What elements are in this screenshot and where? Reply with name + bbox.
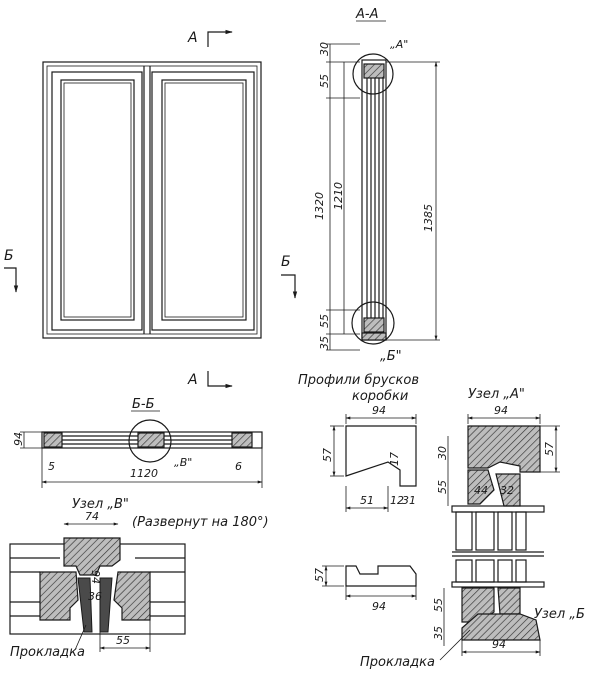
svg-text:30: 30 [318,42,331,56]
svg-text:35: 35 [432,626,445,640]
svg-text:94: 94 [89,570,102,584]
svg-text:Профили брусков: Профили брусков [298,373,419,388]
svg-text:55: 55 [436,480,449,494]
svg-text:А: А [187,30,198,46]
svg-text:(Развернут на 180°): (Развернут на 180°) [132,515,269,530]
svg-text:Прокладка: Прокладка [360,655,435,670]
svg-text:94: 94 [372,404,386,417]
svg-text:30: 30 [436,446,449,460]
svg-text:Узел „В": Узел „В" [72,497,129,512]
svg-text:5: 5 [48,460,55,473]
svg-text:94: 94 [372,600,386,613]
node-v: Узел „В" (Развернут на 180°) 74 94 36 55… [9,497,269,660]
svg-text:35: 35 [318,336,331,350]
svg-text:6: 6 [235,460,242,473]
svg-text:57: 57 [313,568,326,582]
svg-text:55: 55 [432,598,445,612]
node-b: Узел „Б 55 35 94 Прокладка [360,555,585,670]
svg-text:коробки: коробки [352,389,408,404]
section-aa: А-А „А" „Б" 30 55 1320 1210 55 35 [313,7,440,364]
svg-text:51: 51 [360,494,374,507]
svg-text:94: 94 [494,404,508,417]
svg-text:Б: Б [4,248,14,264]
svg-text:„Б": „Б" [380,349,402,364]
svg-text:Б-Б: Б-Б [132,397,155,412]
svg-text:74: 74 [85,510,99,523]
node-a: Узел „А" 94 57 30 55 44 32 [436,387,560,553]
profiles-caption: Профили брусков коробки [298,373,419,404]
svg-text:36: 36 [88,590,102,603]
section-bb: Б-Б „В" 94 1120 5 6 [12,397,263,488]
svg-text:Б: Б [281,254,291,270]
svg-text:55: 55 [116,634,130,647]
section-marker-b: Б Б [4,248,298,299]
svg-text:55: 55 [318,74,331,88]
svg-text:31: 31 [402,494,416,507]
frame-profile-bottom: 57 94 [313,565,417,613]
svg-text:1120: 1120 [130,467,158,480]
svg-text:12: 12 [390,494,404,507]
frame-profile-top: 94 57 17 51 12 31 [321,404,417,512]
svg-text:„А": „А" [390,38,408,51]
svg-text:Узел „Б: Узел „Б [534,607,585,622]
window-elevation [42,61,262,339]
svg-text:57: 57 [321,448,334,462]
svg-text:А-А: А-А [355,7,378,22]
svg-text:„В": „В" [174,456,192,469]
svg-text:32: 32 [500,484,514,497]
svg-text:А: А [187,372,198,388]
svg-text:94: 94 [492,638,506,651]
svg-text:Прокладка: Прокладка [10,645,85,660]
svg-text:57: 57 [543,442,556,456]
svg-text:1210: 1210 [332,182,345,210]
svg-text:Узел „А": Узел „А" [468,387,525,402]
svg-text:55: 55 [318,314,331,328]
svg-text:44: 44 [474,484,488,497]
section-marker-a: А А [187,29,233,389]
svg-text:1320: 1320 [313,192,326,220]
svg-text:17: 17 [388,452,401,466]
svg-text:94: 94 [12,432,25,446]
svg-text:1385: 1385 [422,204,435,232]
